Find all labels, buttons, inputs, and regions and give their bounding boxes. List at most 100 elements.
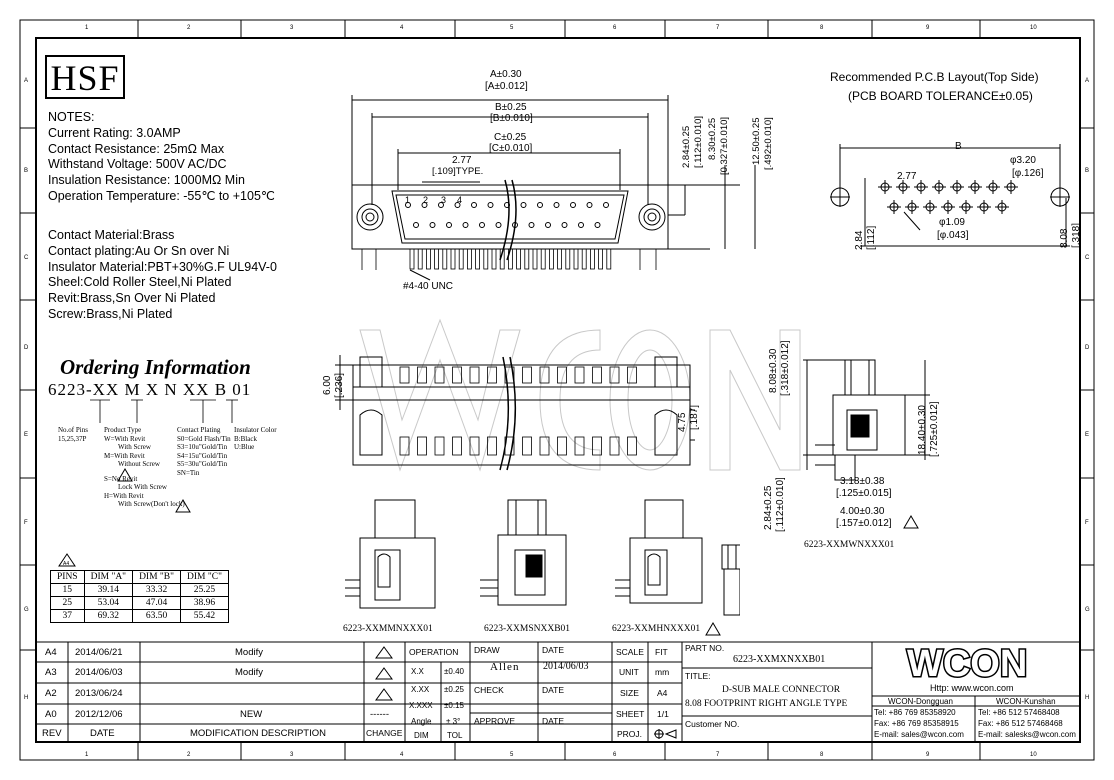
pitch-in: [.109]TYPE. (432, 166, 484, 177)
tol-x-val: ±0.40 (444, 667, 464, 676)
col-label-9: 9 (926, 25, 930, 31)
front-leg (504, 436, 515, 456)
col-label-6b: 6 (613, 752, 617, 758)
contact-pin (528, 222, 535, 228)
ordering-title: Ordering Information (60, 355, 251, 379)
svg-text:A4: A4 (63, 561, 69, 567)
col-label-3: 3 (290, 25, 294, 31)
front-contact (592, 366, 602, 384)
row-label-a: A (24, 78, 29, 84)
pin-leg (516, 248, 522, 270)
product-type: With Screw (118, 443, 151, 451)
plating: S5=30u"Gold/Tin (177, 460, 228, 468)
front-leg (399, 436, 410, 456)
top-view-drawing (351, 95, 756, 281)
contact-pin (454, 202, 461, 208)
rev-a2: A2 (45, 688, 57, 699)
website: Http: www.wcon.com (930, 683, 1014, 693)
dim-b: B±0.25 (495, 102, 527, 113)
size-label: SIZE (620, 688, 639, 698)
rev-triangle-icon: A4 (58, 553, 76, 567)
material-line: Screw:Brass,Ni Plated (48, 306, 173, 321)
front-contact (417, 366, 427, 384)
front-leg (592, 436, 602, 456)
pin-leg (483, 248, 489, 270)
plating: S4=15u"Gold/Tin (177, 451, 228, 460)
rev-a4: A4 (45, 647, 57, 658)
contact-pin (537, 202, 543, 208)
contact-pin (487, 202, 494, 208)
col-label-10: 10 (1030, 25, 1037, 31)
insulator-note: Insulator Color B:Black U:Blue (234, 426, 277, 452)
note-line: Current Rating: 3.0AMP (48, 125, 181, 140)
table-header-row: PINS DIM "A" DIM "B" DIM "C" (50, 570, 229, 584)
pin-leg (557, 248, 563, 270)
product-type: H=With Revit (104, 491, 144, 500)
front-leg (574, 436, 585, 456)
pcb-layout-drawing (830, 144, 1070, 247)
screw-label: #4-40 UNC (403, 281, 454, 292)
pin-leg (426, 248, 431, 270)
pcb-hole-big-in: [φ.126] (1012, 168, 1044, 179)
col-label-3b: 3 (290, 752, 294, 758)
scale-label: SCALE (616, 647, 644, 657)
material-line: Sheel:Cold Roller Steel,Ni Plated (48, 275, 232, 290)
dim-a: A±0.30 (490, 69, 522, 80)
side-d3-in: [.125±0.015] (836, 488, 892, 499)
variant-h-label: 6223-XXMHNXXX01 (612, 624, 701, 634)
contact-pin (545, 222, 551, 228)
change-header: CHANGE (366, 728, 403, 738)
ordering-code: 6223-XX M X N XX B 01 (48, 380, 252, 399)
insulator-color: B:Black (234, 434, 257, 443)
hsf-mark: HSF (45, 55, 125, 99)
front-contact (399, 366, 410, 384)
col-label-5b: 5 (510, 752, 514, 758)
unit-value: mm (655, 667, 670, 677)
col-label-8: 8 (820, 25, 824, 31)
rev-a2-date: 2013/06/24 (75, 688, 123, 699)
rev-triangle-icon (175, 499, 191, 513)
pin-leg (524, 248, 530, 270)
pins-label: No.of Pins (58, 426, 88, 434)
notes-block: NOTES: Current Rating: 3.0AMP Contact Re… (48, 110, 275, 205)
material-line: Contact plating:Au Or Sn over Ni (48, 243, 230, 258)
dim-c: C±0.25 (494, 132, 527, 143)
rev-triangle-icon (903, 515, 919, 529)
variant-m-label: 6223-XXMMNXXX01 (343, 624, 433, 634)
side-d4-in: [.157±0.012] (836, 518, 892, 529)
pcb-hole-small: φ1.09 (939, 217, 965, 228)
front-leg (487, 436, 497, 456)
contact-pin (413, 222, 419, 228)
col-label-8b: 8 (820, 752, 824, 758)
rev-a3: A3 (45, 667, 57, 678)
title-label: TITLE: (685, 671, 711, 681)
front-contact (557, 366, 567, 384)
pin-leg (581, 248, 587, 270)
rev-a0-desc: NEW (240, 709, 263, 720)
tol-x: X.X (411, 667, 424, 676)
product-type: Lock With Screw (118, 483, 167, 491)
rev-header: REV (42, 728, 62, 739)
row-label-f-r: F (1085, 520, 1089, 526)
contact-pin (603, 202, 609, 208)
pin-number-2: 2 (423, 195, 429, 205)
col-label-5: 5 (510, 25, 514, 31)
size-value: A4 (657, 688, 668, 698)
desc-header: MODIFICATION DESCRIPTION (190, 728, 326, 739)
plating: SN=Tin (177, 468, 200, 477)
front-contact (452, 366, 462, 384)
row-label-d-r: D (1085, 345, 1090, 351)
front-view-drawing (335, 355, 695, 471)
col-label-2: 2 (187, 25, 191, 31)
ordering-leaders (90, 399, 238, 423)
customer-label: Customer NO. (685, 719, 740, 729)
pin-leg (458, 248, 464, 270)
svg-text:WCON: WCON (907, 643, 1027, 683)
note-line: Insulation Resistance: 1000MΩ Min (48, 173, 245, 188)
pin-leg (475, 248, 481, 270)
front-leg (627, 436, 637, 456)
cell: 55.42 (180, 609, 229, 623)
pin-leg (499, 248, 505, 270)
pin-leg (450, 248, 456, 270)
